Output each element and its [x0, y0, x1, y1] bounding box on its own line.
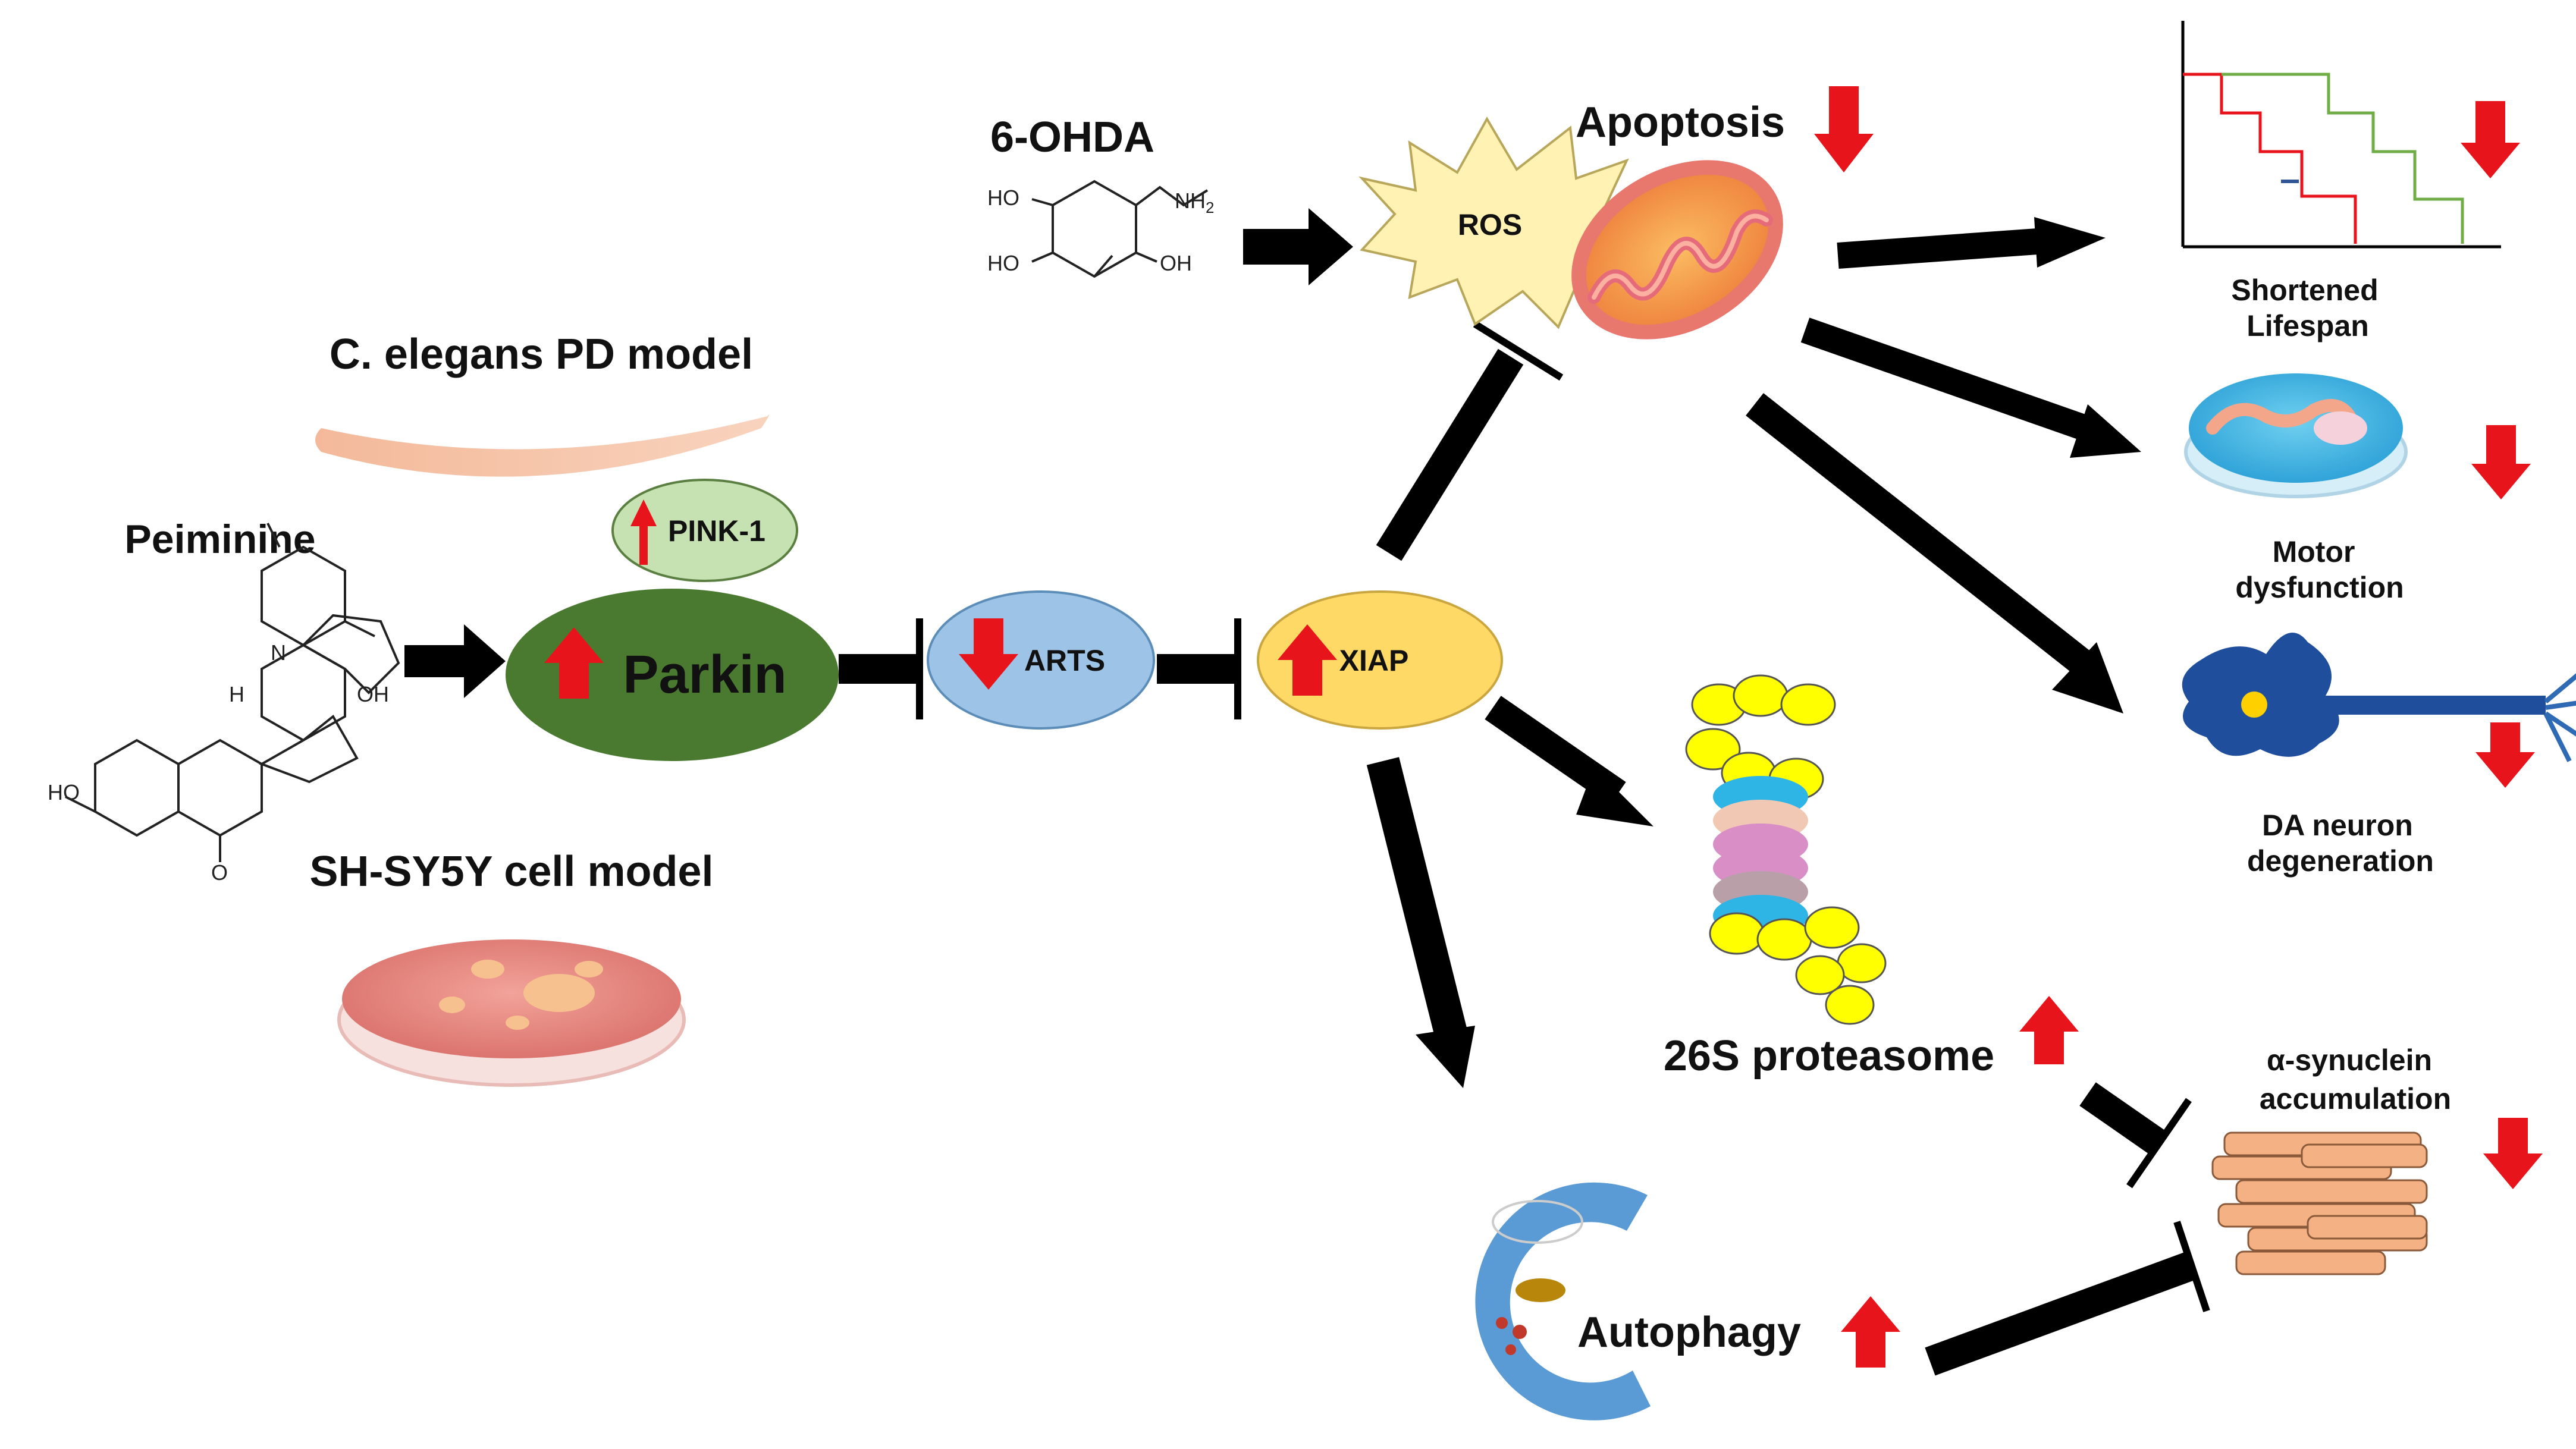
- lifespan-plot-icon: [2181, 21, 2501, 249]
- pink1-up-arrow: [630, 499, 657, 565]
- cell-model-label: SH-SY5Y cell model: [310, 848, 714, 895]
- motor-label-line1: Motor: [2273, 535, 2355, 568]
- synuclein-down-arrow: [2483, 1118, 2543, 1189]
- peiminine-structure-icon: [65, 523, 400, 862]
- xiap-inhibits-apoptosis: [1376, 320, 1564, 561]
- autophagy-up-arrow: [1841, 1296, 1900, 1368]
- 6-ohda-label: 6-OHDA: [990, 114, 1154, 161]
- autophagy-inhibits-synuclein: [1925, 1221, 2210, 1376]
- motor-down-arrow: [2471, 425, 2531, 499]
- proteasome-inhibits-synuclein: [2079, 1082, 2192, 1189]
- peiminine-ho-label: HO: [48, 780, 80, 804]
- proteasome-up-arrow: [2019, 996, 2079, 1064]
- arts-inhibits-xiap: [1157, 618, 1241, 719]
- peiminine-oh-label: OH: [357, 682, 389, 706]
- motor-dish-icon: [2184, 373, 2408, 498]
- parkin-up-arrow: [544, 627, 604, 699]
- lifespan-label-line2: Lifespan: [2246, 309, 2369, 342]
- lifespan-label-line1: Shortened: [2231, 274, 2378, 307]
- synuclein-label-line2: accumulation: [2260, 1082, 2451, 1115]
- motor-label-line2: dysfunction: [2235, 571, 2404, 604]
- 6-ohda-ho-bottom: HO: [987, 251, 1019, 275]
- proteasome-label: 26S proteasome: [1664, 1032, 1994, 1080]
- neuron-label-line1: DA neuron: [2262, 809, 2413, 842]
- arts-label: ARTS: [1024, 644, 1105, 677]
- xiap-to-autophagy-arrow: [1366, 757, 1475, 1088]
- xiap-to-proteasome-arrow: [1485, 696, 1653, 826]
- parkin-inhibits-arts: [839, 618, 923, 719]
- 6-ohda-structure-icon: [1031, 180, 1209, 278]
- neuron-label-line2: degeneration: [2247, 844, 2434, 878]
- xiap-up-arrow: [1278, 624, 1337, 696]
- proteasome-icon: [1685, 674, 1887, 1025]
- synuclein-fibrils-icon: [2211, 1131, 2428, 1275]
- apoptosis-to-motor-arrow: [1800, 318, 2141, 458]
- peiminine-label: Peiminine: [124, 517, 315, 562]
- c-elegans-worm-icon: [315, 414, 770, 477]
- pink1-label: PINK-1: [668, 514, 765, 548]
- apoptosis-to-neuron-arrow: [1746, 393, 2123, 714]
- peiminine-to-parkin-arrow: [404, 624, 506, 698]
- synuclein-label-line1: α-synuclein: [2267, 1043, 2432, 1077]
- arts-down-arrow: [959, 618, 1018, 690]
- da-neuron-icon: [2182, 633, 2576, 762]
- autophagy-label: Autophagy: [1577, 1309, 1801, 1356]
- mitochondrion-icon: [1571, 160, 1783, 340]
- parkin-node: [506, 589, 839, 761]
- ros-label: ROS: [1458, 208, 1522, 241]
- autophagosome-icon: [1475, 1182, 1651, 1420]
- 6-ohda-to-ros-arrow: [1243, 208, 1353, 285]
- neuron-down-arrow: [2475, 722, 2535, 788]
- apoptosis-down-arrow: [1814, 86, 1874, 172]
- apoptosis-label: Apoptosis: [1576, 99, 1785, 146]
- worm-model-label: C. elegans PD model: [330, 331, 753, 378]
- cell-culture-dish-icon: [337, 939, 686, 1087]
- apoptosis-to-lifespan-arrow: [1837, 217, 2106, 269]
- pink1-node: [611, 479, 798, 582]
- peiminine-o-label: O: [211, 860, 228, 885]
- 6-ohda-oh-right: OH: [1160, 251, 1192, 275]
- peiminine-n-label: N: [271, 640, 286, 665]
- peiminine-h-label: H: [229, 682, 244, 706]
- xiap-label: XIAP: [1339, 644, 1409, 677]
- parkin-label: Parkin: [623, 645, 786, 705]
- 6-ohda-nh2: NH2: [1175, 188, 1214, 216]
- lifespan-down-arrow: [2461, 101, 2520, 178]
- 6-ohda-ho-top: HO: [987, 186, 1019, 210]
